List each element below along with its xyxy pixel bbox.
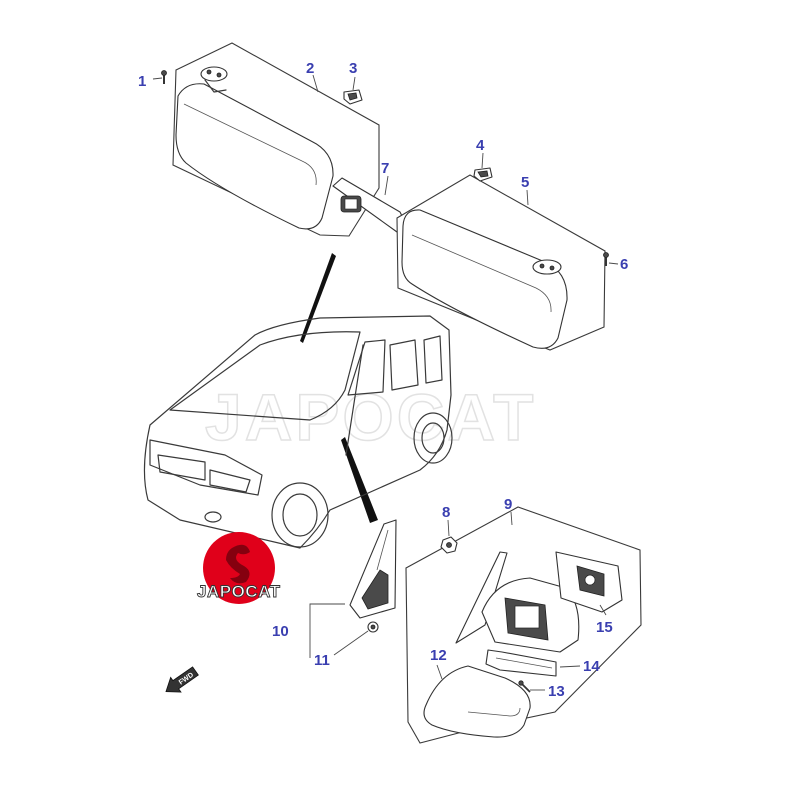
left-visor-pivot[interactable] bbox=[200, 66, 228, 82]
callout-13[interactable]: 13 bbox=[548, 683, 565, 700]
mirror-base-cover[interactable] bbox=[455, 551, 508, 644]
leader-2 bbox=[312, 74, 319, 93]
mirror-bracket-10[interactable] bbox=[349, 519, 397, 619]
pivot-screw-hole-3 bbox=[539, 263, 545, 269]
left-visor-seam bbox=[183, 103, 317, 186]
leader-6 bbox=[608, 262, 619, 265]
pivot-screw-hole-2 bbox=[216, 72, 222, 78]
leader-10 bbox=[309, 603, 345, 658]
screw-1[interactable] bbox=[161, 70, 167, 85]
callout-3[interactable]: 3 bbox=[349, 60, 357, 77]
leader-9 bbox=[510, 511, 513, 526]
left-sun-visor-group bbox=[161, 42, 406, 237]
front-door-window bbox=[347, 339, 386, 396]
leader-11 bbox=[333, 630, 369, 656]
callout-5[interactable]: 5 bbox=[521, 174, 529, 191]
quarter-window bbox=[423, 335, 443, 384]
rear-wheel bbox=[413, 412, 453, 464]
front-wheel bbox=[271, 482, 329, 548]
callout-8[interactable]: 8 bbox=[442, 504, 450, 521]
leader-12 bbox=[436, 664, 443, 680]
watermark-text: JAPOCAT bbox=[205, 380, 536, 454]
callout-10[interactable]: 10 bbox=[272, 623, 289, 640]
grille bbox=[157, 454, 206, 481]
fog-lamp bbox=[204, 511, 222, 523]
leader-4 bbox=[481, 152, 484, 169]
windshield bbox=[169, 331, 361, 421]
fwd-arrow-icon bbox=[165, 666, 199, 693]
callout-11[interactable]: 11 bbox=[314, 652, 330, 669]
outside-mirror-group bbox=[405, 506, 642, 744]
callout-4[interactable]: 4 bbox=[476, 137, 485, 154]
japocat-logo: JAPOCAT bbox=[197, 532, 281, 604]
vehicle-outline bbox=[143, 315, 453, 549]
callout-1[interactable]: 1 bbox=[138, 73, 146, 90]
mirror-cover-12[interactable] bbox=[423, 665, 531, 738]
right-visor-seam bbox=[411, 234, 552, 313]
fwd-arrow: FWD bbox=[165, 666, 199, 693]
rear-door-window bbox=[389, 339, 419, 391]
callout-12[interactable]: 12 bbox=[430, 647, 447, 664]
hood-front bbox=[149, 439, 263, 496]
right-sun-visor-group bbox=[396, 167, 609, 351]
fwd-label: FWD bbox=[178, 672, 195, 687]
mirror-glass-15[interactable] bbox=[555, 551, 623, 613]
vanity-mirror-7[interactable] bbox=[332, 177, 406, 233]
vehicle-body bbox=[143, 315, 452, 549]
door-pillar bbox=[345, 344, 364, 456]
callout-2[interactable]: 2 bbox=[306, 60, 314, 77]
visor-pointer-wedge bbox=[300, 253, 336, 343]
leader-lines bbox=[152, 74, 619, 691]
pivot-screw-hole-1 bbox=[206, 69, 212, 75]
front-wheel-hub bbox=[282, 493, 318, 537]
right-sun-visor[interactable] bbox=[401, 209, 568, 349]
mirror-housing-9[interactable] bbox=[481, 577, 580, 653]
screw-13[interactable] bbox=[518, 680, 531, 693]
leader-3 bbox=[352, 76, 356, 91]
visor-holder-4[interactable] bbox=[473, 167, 493, 182]
screw-6[interactable] bbox=[603, 252, 609, 267]
pivot-screw-hole-4 bbox=[549, 265, 555, 271]
leader-14 bbox=[559, 665, 581, 668]
left-visor-rod bbox=[204, 79, 227, 93]
leader-15 bbox=[599, 604, 607, 616]
callout-7[interactable]: 7 bbox=[381, 160, 389, 177]
right-visor-pivot[interactable] bbox=[532, 259, 562, 275]
logo-cat-icon bbox=[226, 544, 250, 584]
callout-9[interactable]: 9 bbox=[504, 496, 512, 513]
headlamp bbox=[209, 469, 251, 493]
leader-8 bbox=[447, 519, 450, 537]
rear-wheel-hub bbox=[421, 422, 445, 454]
nut-8[interactable] bbox=[440, 536, 458, 554]
left-sun-visor[interactable] bbox=[175, 83, 334, 230]
callout-15[interactable]: 15 bbox=[596, 619, 613, 636]
leader-7 bbox=[384, 175, 389, 196]
visor-holder-3[interactable] bbox=[343, 89, 363, 105]
leader-1 bbox=[152, 77, 163, 80]
mirror-pointer-wedge bbox=[341, 437, 378, 523]
callout-6[interactable]: 6 bbox=[620, 256, 628, 273]
logo-text: JAPOCAT bbox=[197, 582, 281, 601]
turn-signal-lamp-14[interactable] bbox=[485, 649, 557, 677]
callouts: 1 2 3 4 5 6 7 8 9 10 11 12 13 14 15 bbox=[138, 60, 628, 700]
leader-5 bbox=[526, 189, 529, 206]
grommet-11[interactable] bbox=[367, 621, 379, 633]
callout-14[interactable]: 14 bbox=[583, 658, 600, 675]
